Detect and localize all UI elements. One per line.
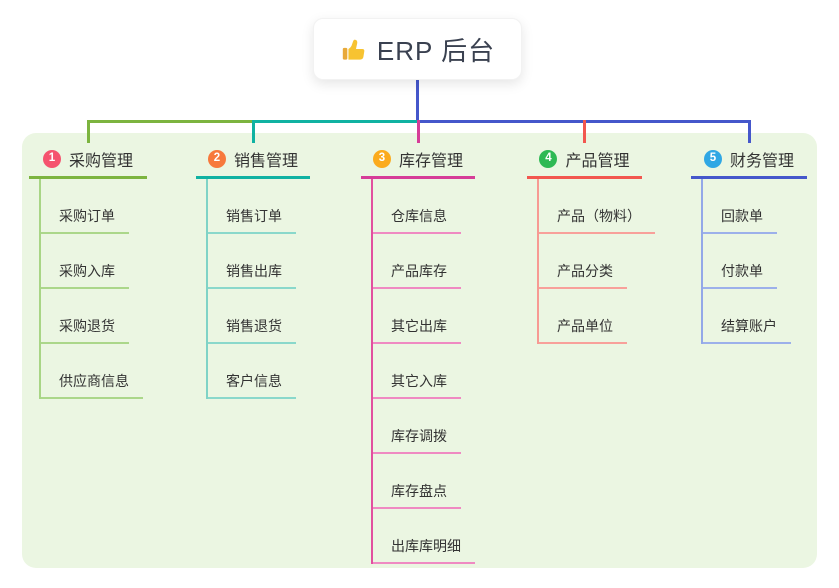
tree-item-label: 产品库存 (391, 263, 447, 280)
tree-item-label: 库存调拨 (391, 428, 447, 445)
tree-item-label: 供应商信息 (59, 373, 129, 390)
tree-item[interactable]: 产品（物料） (539, 179, 655, 234)
root-node-label: ERP 后台 (376, 35, 496, 66)
connector-drop-line (251, 120, 255, 143)
branch-number-badge: 4 (539, 150, 558, 168)
tree-item[interactable]: 其它入库 (373, 344, 461, 399)
tree-item[interactable]: 其它出库 (373, 289, 461, 344)
connector-root-line (415, 80, 419, 123)
tree-item-label: 客户信息 (226, 373, 282, 390)
tree-item[interactable]: 采购退货 (41, 289, 129, 344)
tree-item[interactable]: 客户信息 (208, 344, 296, 399)
tree-item-label: 回款单 (721, 208, 763, 225)
tree-item[interactable]: 采购订单 (41, 179, 129, 234)
tree-item[interactable]: 结算账户 (703, 289, 791, 344)
tree-item[interactable]: 出库库明细 (373, 509, 475, 564)
branch-3: 3 库存管理仓库信息产品库存其它出库其它入库库存调拨库存盘点出库库明细 (361, 142, 475, 564)
tree-item[interactable]: 销售出库 (208, 234, 296, 289)
tree-item[interactable]: 采购入库 (41, 234, 129, 289)
branch-header[interactable]: 5 财务管理 (691, 142, 807, 179)
branch-items: 仓库信息产品库存其它出库其它入库库存调拨库存盘点出库库明细 (371, 179, 475, 564)
branch-label: 产品管理 (565, 153, 630, 170)
tree-item[interactable]: 仓库信息 (373, 179, 461, 234)
branch-number-badge: 3 (372, 150, 391, 168)
tree-item-label: 产品（物料） (557, 208, 641, 225)
branch-header[interactable]: 2 销售管理 (196, 142, 310, 179)
branch-number-badge: 1 (42, 150, 61, 168)
tree-item-label: 产品单位 (557, 318, 613, 335)
tree-item-label: 其它入库 (391, 373, 447, 390)
tree-item[interactable]: 付款单 (703, 234, 777, 289)
tree-item-label: 付款单 (721, 263, 763, 280)
branch-label: 库存管理 (398, 153, 463, 170)
branch-items: 销售订单销售出库销售退货客户信息 (206, 179, 310, 399)
root-node[interactable]: ERP 后台 (313, 18, 522, 80)
branch-items: 产品（物料） 产品分类产品单位 (537, 179, 655, 344)
branch-header[interactable]: 1 采购管理 (29, 142, 147, 179)
tree-item-label: 采购订单 (59, 208, 115, 225)
tree-item-label: 结算账户 (721, 318, 777, 335)
connector-drop-line (583, 120, 586, 143)
branch-label: 财务管理 (729, 153, 794, 170)
connector-drop-line (416, 120, 420, 143)
tree-item[interactable]: 回款单 (703, 179, 777, 234)
tree-item-label: 出库库明细 (391, 538, 461, 555)
tree-item[interactable]: 供应商信息 (41, 344, 143, 399)
branch-1: 1 采购管理采购订单采购入库采购退货供应商信息 (29, 142, 147, 399)
tree-item-label: 销售订单 (226, 208, 282, 225)
tree-item-label: 库存盘点 (391, 483, 447, 500)
tree-item-label: 销售出库 (226, 263, 282, 280)
branch-2: 2 销售管理销售订单销售出库销售退货客户信息 (196, 142, 310, 399)
tree-item[interactable]: 库存调拨 (373, 399, 461, 454)
connector-drop-line (747, 120, 751, 143)
connector-segment-left (88, 120, 253, 123)
branch-items: 回款单付款单结算账户 (701, 179, 807, 344)
thumbs-up-icon (342, 39, 365, 60)
branch-4: 4 产品管理产品（物料） 产品分类产品单位 (527, 142, 655, 344)
tree-item[interactable]: 产品库存 (373, 234, 461, 289)
branch-header[interactable]: 4 产品管理 (527, 142, 642, 179)
tree-item-label: 采购入库 (59, 263, 115, 280)
branch-label: 销售管理 (233, 153, 298, 170)
branch-items: 采购订单采购入库采购退货供应商信息 (39, 179, 147, 399)
tree-item[interactable]: 销售退货 (208, 289, 296, 344)
branches-background-panel (22, 133, 817, 568)
branch-label: 采购管理 (68, 153, 133, 170)
tree-item[interactable]: 产品单位 (539, 289, 627, 344)
tree-item-label: 产品分类 (557, 263, 613, 280)
tree-item-label: 仓库信息 (391, 208, 447, 225)
tree-item-label: 其它出库 (391, 318, 447, 335)
branch-number-badge: 2 (207, 150, 226, 168)
connector-drop-line (86, 120, 90, 143)
tree-item[interactable]: 库存盘点 (373, 454, 461, 509)
tree-item[interactable]: 销售订单 (208, 179, 296, 234)
connector-segment-mid (253, 120, 417, 123)
tree-item-label: 采购退货 (59, 318, 115, 335)
branch-header[interactable]: 3 库存管理 (361, 142, 475, 179)
branch-number-badge: 5 (703, 150, 722, 168)
tree-item[interactable]: 产品分类 (539, 234, 627, 289)
branch-5: 5 财务管理回款单付款单结算账户 (691, 142, 807, 344)
tree-item-label: 销售退货 (226, 318, 282, 335)
